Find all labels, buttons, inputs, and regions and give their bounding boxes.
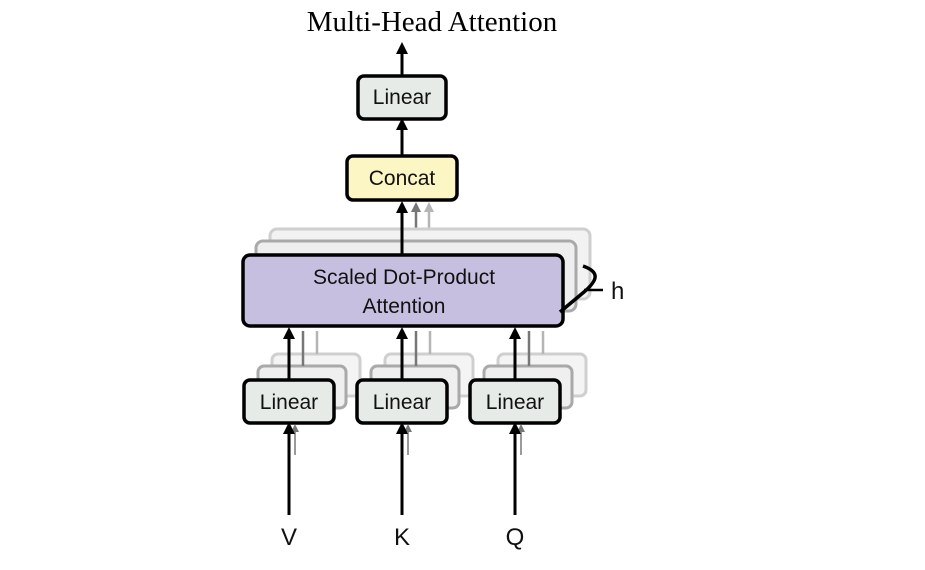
linear-label-k: Linear xyxy=(373,391,431,414)
linear-block-k: Linear xyxy=(355,378,449,425)
attention-box xyxy=(241,253,565,328)
attention-block: Scaled Dot-Product Attention xyxy=(241,253,565,328)
concat-block: Concat xyxy=(345,154,459,202)
attention-label-line1: Scaled Dot-Product xyxy=(313,266,495,289)
heads-label: h xyxy=(611,278,624,305)
concat-label: Concat xyxy=(369,167,436,190)
linear-label-q: Linear xyxy=(486,391,544,414)
linear-label-v: Linear xyxy=(260,391,318,414)
linear-to-attention-arrows xyxy=(283,327,545,380)
input-label-v: V xyxy=(281,524,297,551)
top-linear-label: Linear xyxy=(373,86,431,109)
linear-block-q: Linear xyxy=(468,378,562,425)
input-arrow-shadows xyxy=(291,424,525,455)
concat-box xyxy=(345,154,459,202)
top-linear-block: Linear xyxy=(356,74,448,121)
linear-block-v: Linear xyxy=(242,378,336,425)
input-label-k: K xyxy=(394,524,410,551)
heads-brace xyxy=(558,264,597,314)
diagram-title: Multi-Head Attention xyxy=(307,6,558,38)
input-label-q: Q xyxy=(506,524,525,551)
attention-label-line2: Attention xyxy=(363,295,446,318)
